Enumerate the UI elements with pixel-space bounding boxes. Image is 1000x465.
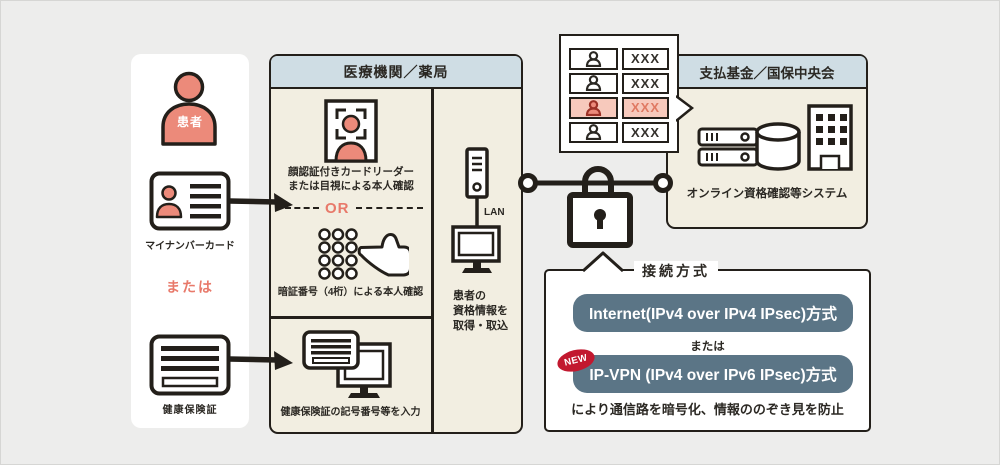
insurance-card-label: 健康保険証 (162, 405, 218, 416)
acquire-info-label: 患者の 資格情報を 取得・取込 (453, 290, 508, 332)
mynumber-card-label: マイナンバーカード (145, 241, 235, 252)
roster-value: XXX (622, 48, 669, 70)
payer-panel-header: 支払基金／国保中央会 (668, 56, 866, 89)
payer-panel-title: 支払基金／国保中央会 (699, 65, 835, 81)
person-icon-highlighted (585, 99, 602, 116)
roster-value: XXX (622, 121, 669, 143)
online-system-label: オンライン資格確認等システム (686, 188, 848, 200)
server-rack-icon (697, 127, 759, 167)
internet-method-pill: Internet(IPv4 over IPv4 IPsec)方式 (573, 294, 853, 332)
mynumber-card-icon (149, 171, 231, 231)
connection-box-caret (581, 251, 625, 272)
roster-person-cell (569, 97, 618, 119)
roster-row: XXX (569, 121, 669, 143)
database-icon (755, 122, 801, 171)
roster-row-highlighted: XXX (569, 97, 669, 119)
roster-callout-tail (676, 95, 695, 122)
lan-terminal-icon (451, 147, 501, 273)
patient-icon (161, 71, 217, 146)
encryption-note: により通信路を暗号化、情報ののぞき見を防止 (571, 402, 844, 417)
lan-label: LAN (484, 207, 505, 218)
roster-value-highlighted: XXX (622, 97, 669, 119)
roster-person-cell (569, 121, 618, 143)
arrow-insurance-to-clinic (229, 351, 293, 370)
roster-person-cell (569, 48, 618, 70)
pin-keypad-icon (318, 228, 409, 280)
panel-horizontal-divider (271, 316, 433, 319)
building-icon (807, 104, 853, 171)
roster-row: XXX (569, 72, 669, 94)
connection-method-box: 接続方式 Internet(IPv4 over IPv4 IPsec)方式 また… (544, 261, 871, 432)
face-check-label: 顔認証付きカードリーダー または目視による本人確認 (288, 166, 414, 192)
or-label-middle: OR (325, 199, 350, 217)
panel-vertical-divider (431, 89, 434, 432)
insurance-card-icon (149, 334, 231, 396)
insurance-entry-icon (302, 330, 392, 398)
connector-node-right (653, 173, 673, 193)
insurance-entry-label: 健康保険証の記号番号等を入力 (280, 407, 421, 418)
patient-label: 患者 (176, 115, 203, 129)
roster-person-cell (569, 72, 618, 94)
pin-check-label: 暗証番号（4桁）による本人確認 (277, 287, 424, 298)
or-dash-right (355, 207, 423, 209)
face-recognition-reader-icon (324, 99, 378, 163)
or-divider: OR (285, 199, 423, 217)
person-icon (585, 50, 602, 67)
padlock-shackle (582, 166, 614, 196)
medical-panel-title: 医療機関／薬局 (343, 63, 449, 80)
or-label-left: または (166, 279, 214, 295)
person-icon (585, 75, 602, 92)
person-icon (585, 124, 602, 141)
roster-callout: XXX XXX XXX XXX (559, 34, 679, 153)
arrow-mynumber-to-clinic (229, 193, 293, 212)
or-dash-left (285, 207, 319, 209)
online-system-icons (697, 104, 853, 171)
roster-row: XXX (569, 48, 669, 70)
or-label-connection: または (690, 341, 725, 353)
connector-node-left (518, 173, 538, 193)
connection-box-title: 接続方式 (634, 261, 718, 281)
ipvpn-method-pill: IP-VPN (IPv4 over IPv6 IPsec)方式 (573, 355, 853, 393)
roster-value: XXX (622, 72, 669, 94)
pointing-hand-icon (357, 233, 409, 277)
medical-panel-header: 医療機関／薬局 (271, 56, 521, 89)
secure-connection (518, 166, 673, 248)
